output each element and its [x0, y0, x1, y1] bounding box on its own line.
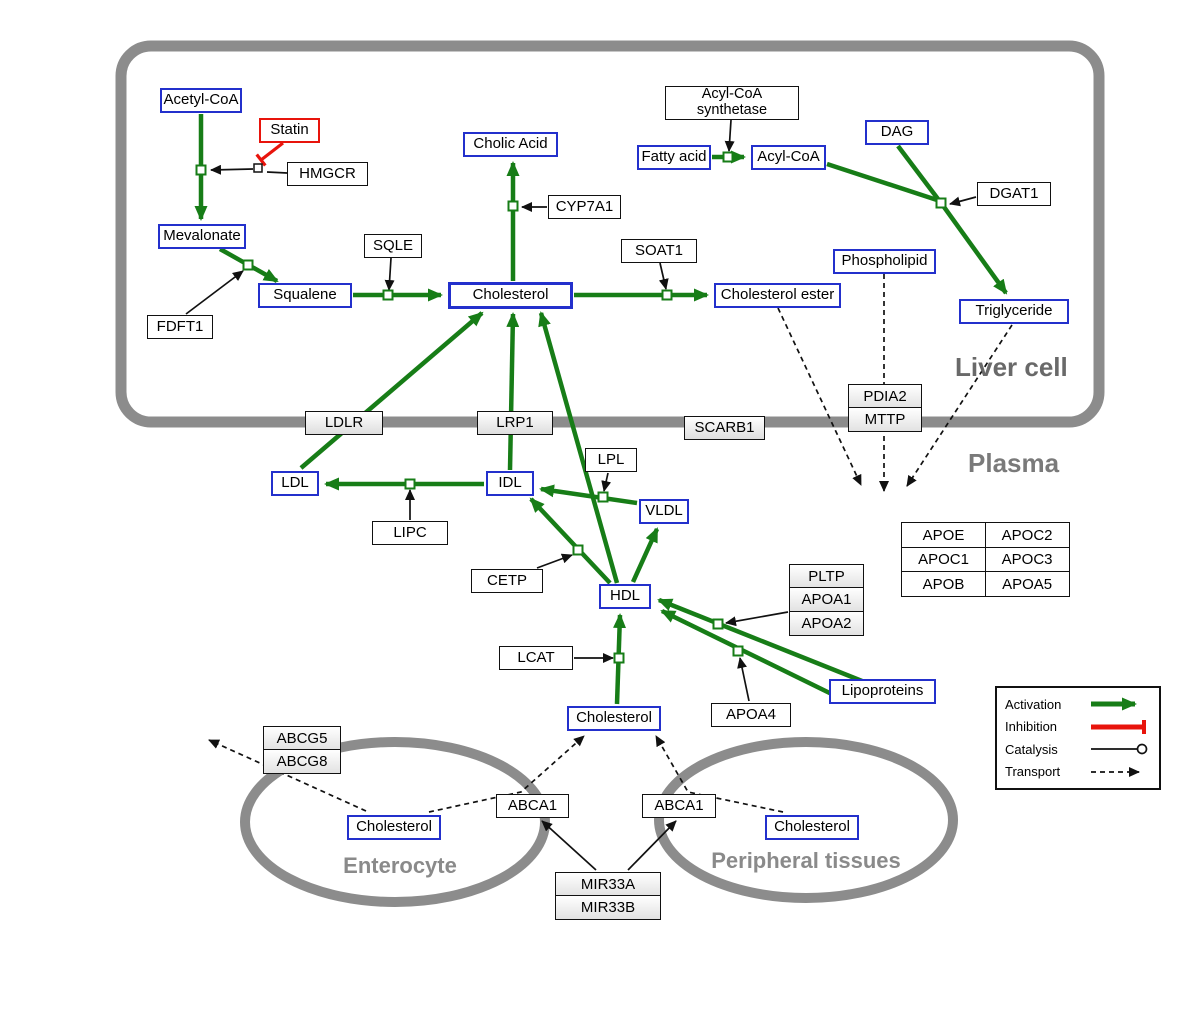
node-triglyceride[interactable]: Triglyceride — [959, 299, 1069, 324]
node-apoa1[interactable]: APOA1 — [789, 587, 864, 613]
node-hmgcr[interactable]: HMGCR — [287, 162, 368, 186]
node-pltp[interactable]: PLTP — [789, 564, 864, 589]
node-cholesterol-liver[interactable]: Cholesterol — [448, 282, 573, 309]
node-cholesterol-peripheral[interactable]: Cholesterol — [765, 815, 859, 840]
node-phospholipid[interactable]: Phospholipid — [833, 249, 936, 274]
node-abcg5[interactable]: ABCG5 — [263, 726, 341, 751]
region-label-liver-cell: Liver cell — [955, 352, 1068, 382]
node-cyp7a1[interactable]: CYP7A1 — [548, 195, 621, 219]
node-mevalonate[interactable]: Mevalonate — [158, 224, 246, 249]
legend-row-transport: Transport — [1005, 762, 1151, 782]
legend-catalysis-label: Catalysis — [1005, 741, 1058, 757]
node-cholesterol-enterocyte[interactable]: Cholesterol — [347, 815, 441, 840]
node-cholesterol-plasma[interactable]: Cholesterol — [567, 706, 661, 731]
node-abca1-left[interactable]: ABCA1 — [496, 794, 569, 818]
node-statin[interactable]: Statin — [259, 118, 320, 143]
node-sqle[interactable]: SQLE — [364, 234, 422, 258]
stack-mir33a-mir33b: MIR33A MIR33B — [555, 872, 661, 921]
legend: Activation Inhibition Catalysis Transpor… — [995, 686, 1161, 790]
node-acyl-coa[interactable]: Acyl-CoA — [751, 145, 826, 170]
node-acetyl-coa[interactable]: Acetyl-CoA — [160, 88, 242, 113]
legend-row-catalysis: Catalysis — [1005, 739, 1151, 759]
node-apoc3[interactable]: APOC3 — [984, 546, 1070, 573]
region-label-enterocyte: Enterocyte — [343, 853, 457, 878]
node-mir33a[interactable]: MIR33A — [555, 872, 661, 897]
legend-inhibition-label: Inhibition — [1005, 719, 1058, 735]
node-apoc1[interactable]: APOC1 — [901, 546, 986, 573]
node-apob[interactable]: APOB — [901, 571, 986, 598]
inhibition-tbar-icon — [1091, 719, 1146, 734]
node-lcat[interactable]: LCAT — [499, 646, 573, 670]
stack-pdia2-mttp: PDIA2 MTTP — [848, 384, 922, 433]
node-apoa2[interactable]: APOA2 — [789, 610, 864, 636]
node-ldl[interactable]: LDL — [271, 471, 319, 496]
node-apoc2[interactable]: APOC2 — [984, 522, 1070, 548]
node-soat1[interactable]: SOAT1 — [621, 239, 697, 263]
node-acyl-coa-synthetase[interactable]: Acyl-CoA synthetase — [665, 86, 799, 120]
legend-row-inhibition: Inhibition — [1005, 717, 1151, 737]
node-cholic-acid[interactable]: Cholic Acid — [463, 132, 558, 157]
node-fatty-acid[interactable]: Fatty acid — [637, 145, 711, 170]
legend-row-activation: Activation — [1005, 694, 1151, 714]
transport-dashed-arrow-icon — [1091, 766, 1140, 777]
node-scarb1[interactable]: SCARB1 — [684, 416, 765, 440]
node-fdft1[interactable]: FDFT1 — [147, 315, 213, 339]
node-mir33b[interactable]: MIR33B — [555, 895, 661, 921]
node-cholesterol-ester[interactable]: Cholesterol ester — [714, 283, 841, 308]
activation-arrow-icon — [1091, 697, 1137, 711]
node-apoa4[interactable]: APOA4 — [711, 703, 791, 727]
node-lipoproteins[interactable]: Lipoproteins — [829, 679, 936, 704]
node-apoe[interactable]: APOE — [901, 522, 986, 548]
node-vldl[interactable]: VLDL — [639, 499, 689, 524]
node-dgat1[interactable]: DGAT1 — [977, 182, 1051, 206]
node-lrp1[interactable]: LRP1 — [477, 411, 553, 435]
node-lpl[interactable]: LPL — [585, 448, 637, 472]
stack-abcg5-abcg8: ABCG5 ABCG8 — [263, 726, 341, 775]
legend-activation-label: Activation — [1005, 696, 1062, 712]
node-cetp[interactable]: CETP — [471, 569, 543, 593]
apolipoprotein-table: APOE APOC2 APOC1 APOC3 APOB APOA5 — [901, 522, 1073, 598]
node-apoa5[interactable]: APOA5 — [984, 571, 1070, 598]
legend-transport-label: Transport — [1005, 764, 1061, 780]
region-label-plasma: Plasma — [968, 448, 1060, 478]
node-hdl[interactable]: HDL — [599, 584, 651, 609]
node-abcg8[interactable]: ABCG8 — [263, 749, 341, 775]
node-squalene[interactable]: Squalene — [258, 283, 352, 308]
node-ldlr[interactable]: LDLR — [305, 411, 383, 435]
node-idl[interactable]: IDL — [486, 471, 534, 496]
catalysis-circle-icon — [1091, 743, 1148, 755]
node-mttp[interactable]: MTTP — [848, 407, 922, 433]
region-label-peripheral-tissues: Peripheral tissues — [711, 848, 901, 873]
node-dag[interactable]: DAG — [865, 120, 929, 145]
node-pdia2[interactable]: PDIA2 — [848, 384, 922, 409]
node-lipc[interactable]: LIPC — [372, 521, 448, 545]
node-abca1-right[interactable]: ABCA1 — [642, 794, 716, 818]
stack-pltp-apoa1-apoa2: PLTP APOA1 APOA2 — [789, 564, 864, 636]
